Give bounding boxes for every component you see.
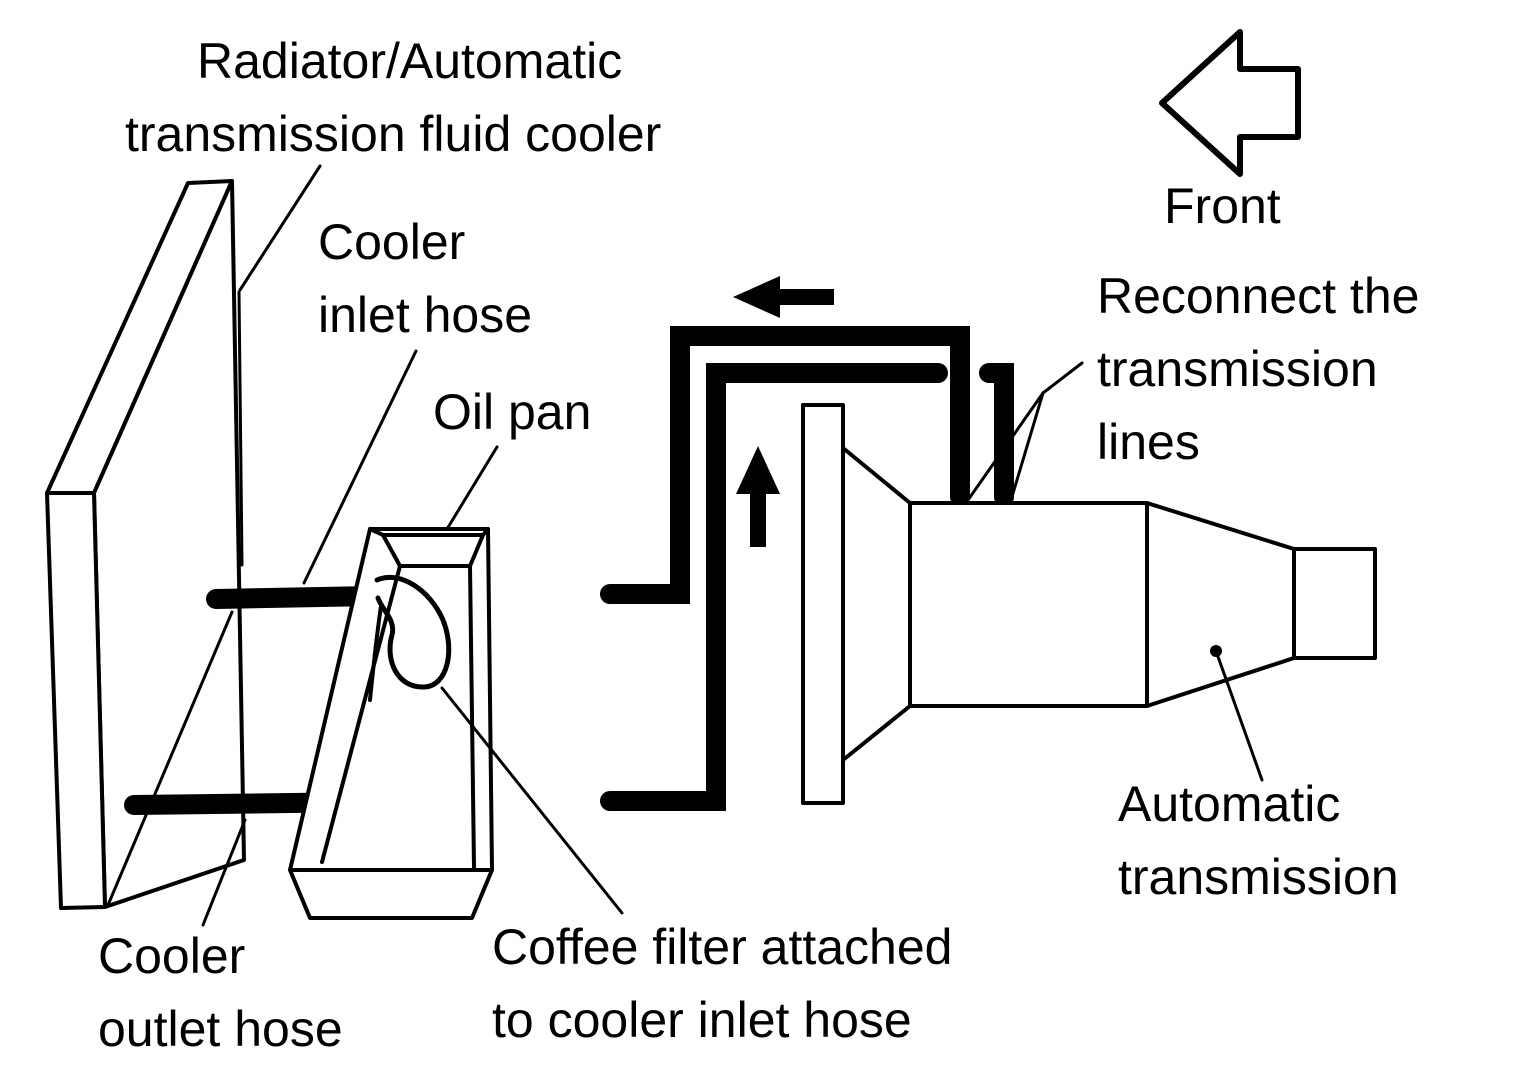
coffee-filter-shape — [368, 574, 452, 702]
front-label: Front — [1164, 178, 1281, 234]
front-arrow-icon — [1159, 29, 1301, 177]
oil-pan-label: Oil pan — [433, 384, 592, 440]
flow-arrow-up — [736, 446, 780, 547]
leader-lines — [106, 164, 1264, 927]
transmission-lines — [600, 326, 1014, 811]
cooler-outlet-hose-label: Cooler outlet hose — [98, 928, 343, 1057]
radiator-label: Radiator/Automatic transmission fluid co… — [125, 33, 662, 162]
flow-arrow-left — [733, 276, 834, 318]
radiator-panel — [45, 179, 246, 910]
cooler-inlet-hose-label: Cooler inlet hose — [318, 214, 533, 343]
coffee-filter-label: Coffee filter attached to cooler inlet h… — [492, 919, 953, 1048]
reconnect-transmission-lines-label: Reconnect the transmission lines — [1097, 268, 1420, 470]
automatic-transmission-shape — [801, 403, 1377, 805]
automatic-transmission-label: Automatic transmission — [1118, 776, 1399, 905]
